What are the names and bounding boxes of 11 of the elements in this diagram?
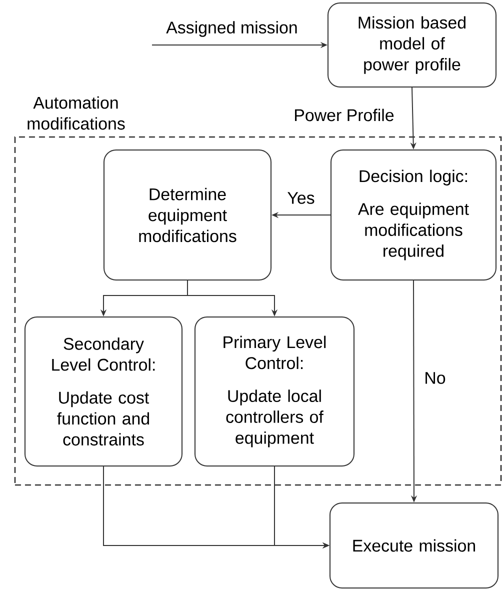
process-box: Decision logic: Are equipment modifications required bbox=[330, 150, 496, 280]
edge-label: No bbox=[423, 371, 447, 385]
process-box: Execute mission bbox=[330, 502, 498, 588]
edge-label: Power Profile bbox=[292, 108, 396, 122]
process-box: Primary Level Control: Update local controllers of equipment bbox=[194, 316, 354, 466]
group-heading: Automation modifications bbox=[28, 96, 125, 130]
process-box: Mission based model of power profile bbox=[328, 2, 496, 88]
process-box: Secondary Level Control: Update cost function and constraints bbox=[24, 316, 182, 466]
edge-label: Yes bbox=[286, 191, 316, 205]
edge-label: Assigned mission bbox=[165, 20, 299, 38]
process-box: Determine equipment modifications bbox=[104, 150, 272, 280]
